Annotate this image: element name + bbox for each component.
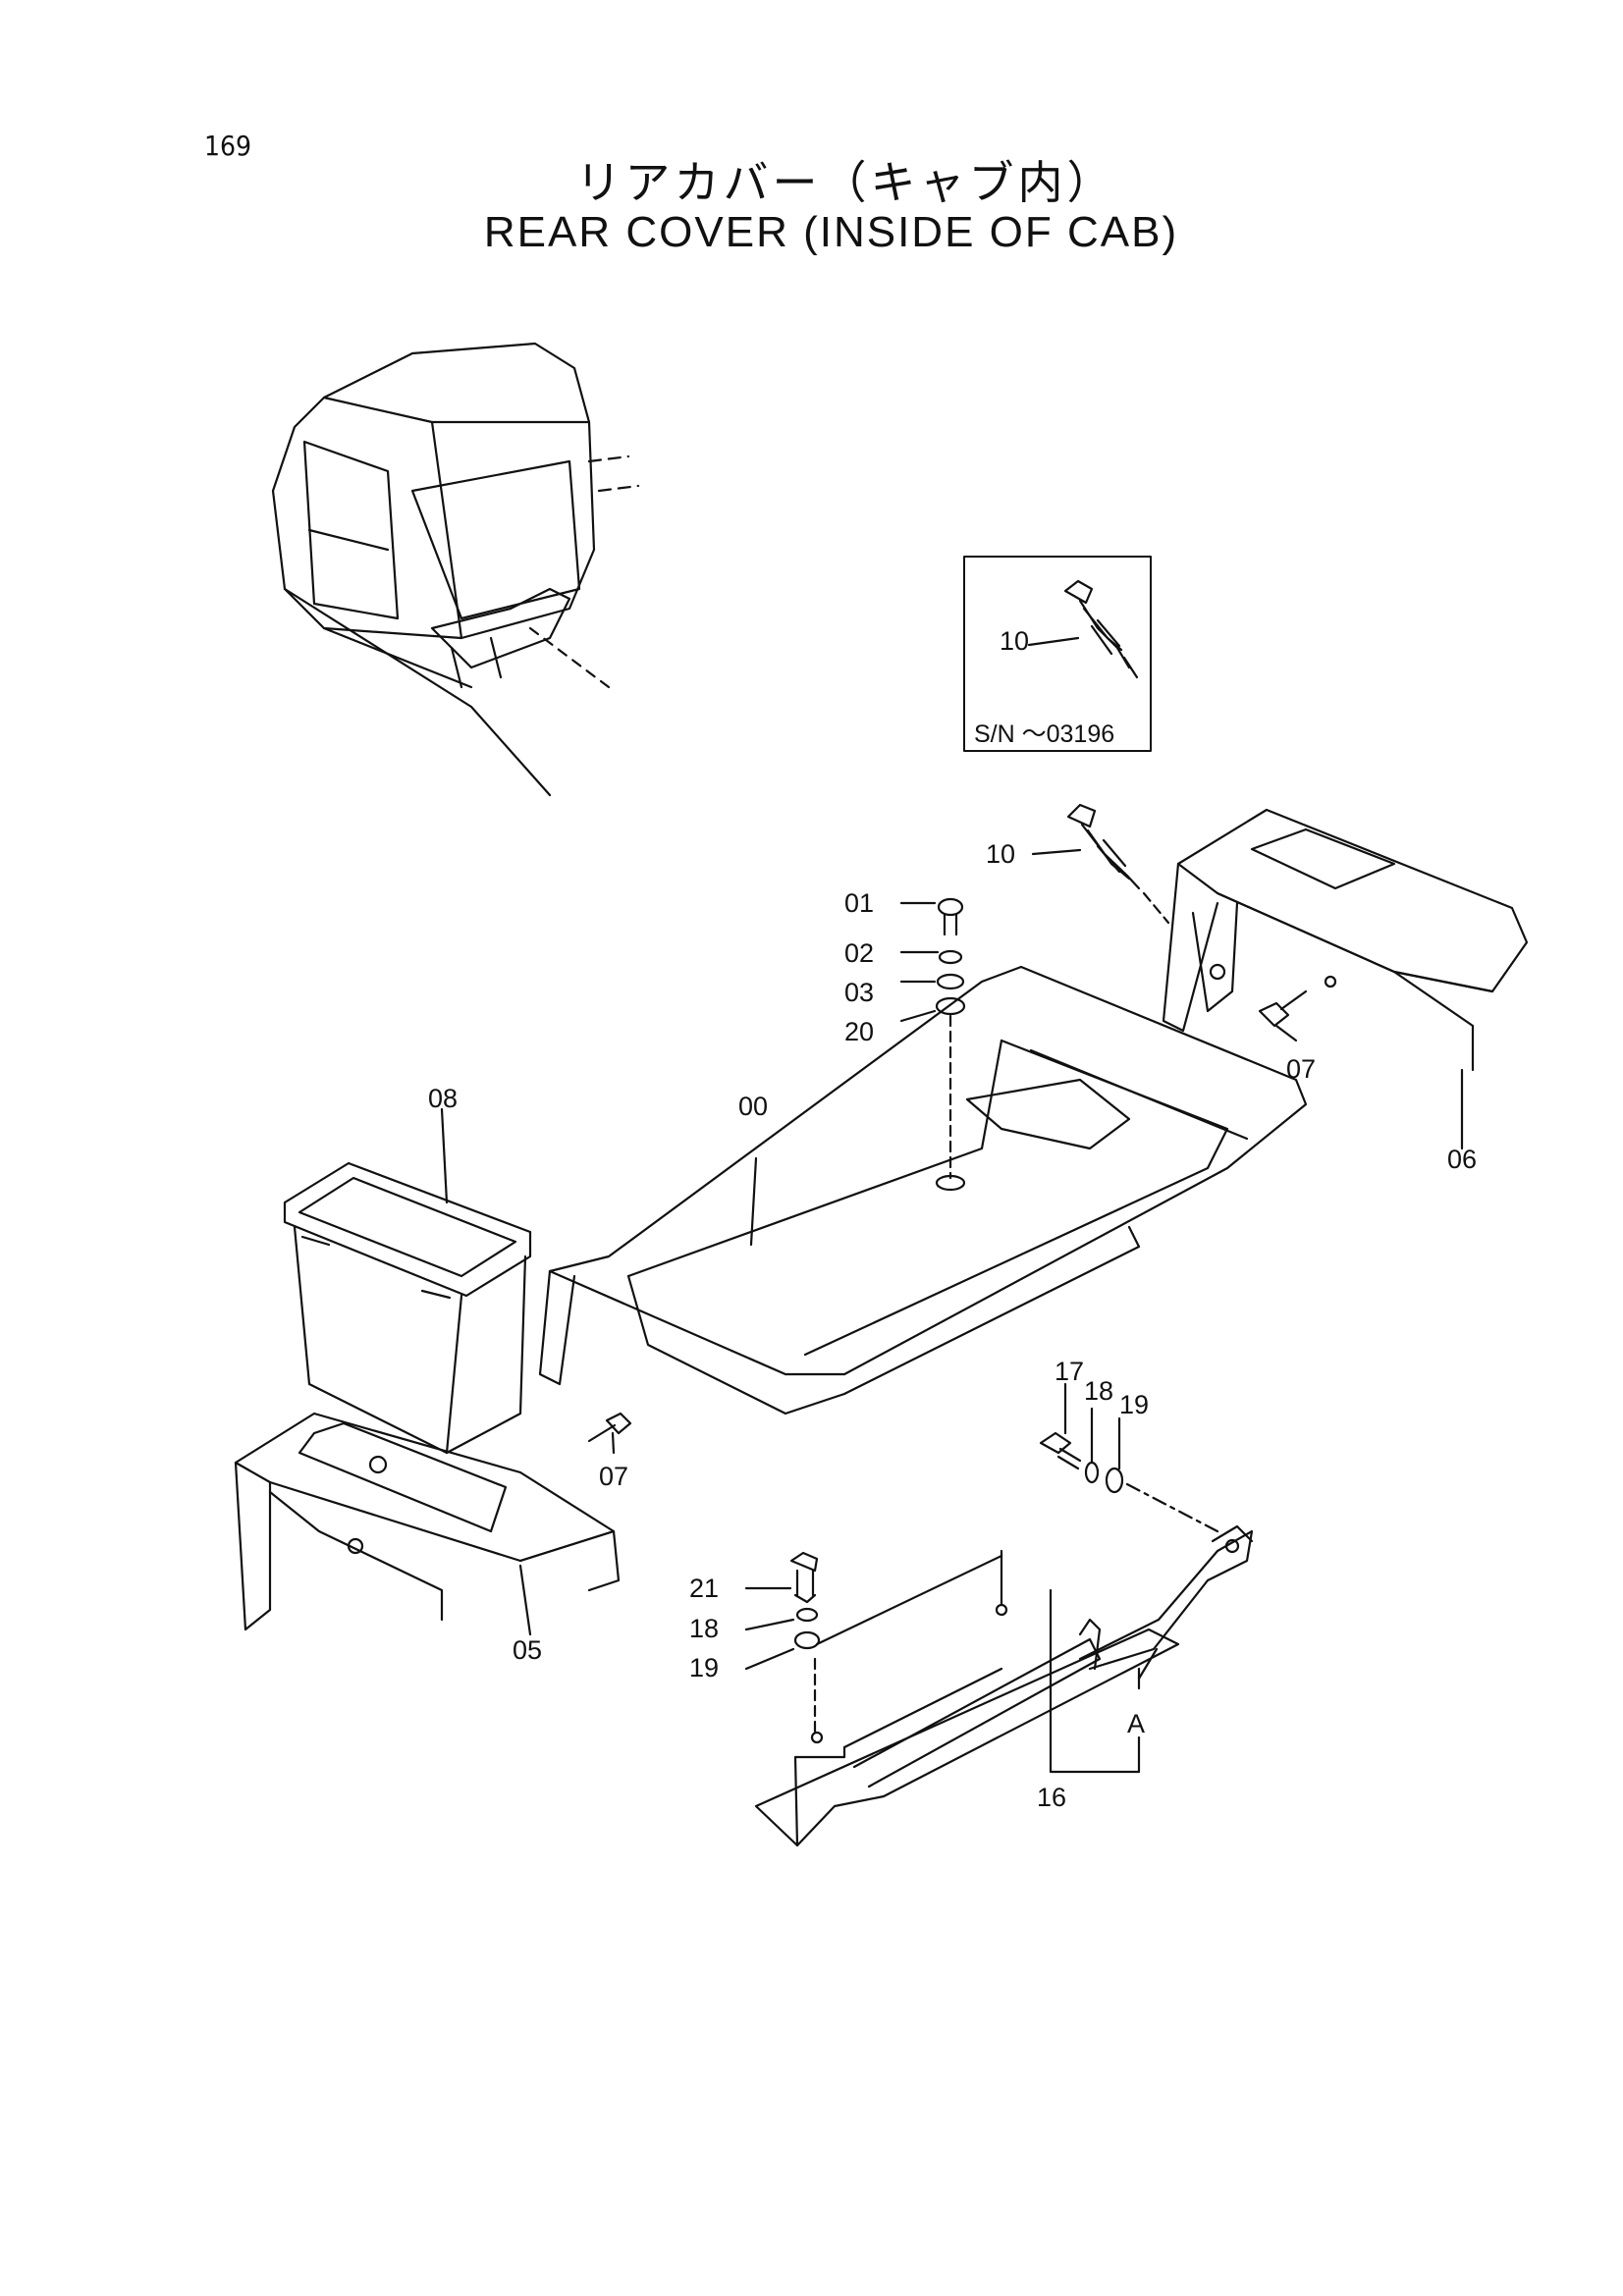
- callout-19-lower: 19: [689, 1653, 719, 1682]
- callout-19-upper: 19: [1119, 1390, 1149, 1419]
- part-05-left-stand: [234, 1412, 621, 1636]
- callout-10: 10: [986, 839, 1015, 869]
- part-00-main-tray: [538, 965, 1308, 1415]
- part-06-right-cover: [1162, 808, 1529, 1150]
- callout-16: 16: [1037, 1783, 1066, 1812]
- fastener-17-18-19: [1039, 1382, 1219, 1533]
- fastener-stack: [899, 897, 966, 1180]
- callout-01: 01: [844, 888, 874, 918]
- part-07-bolt-right: [1258, 989, 1308, 1042]
- part-16-bracket: [754, 1524, 1254, 1847]
- callout-02: 02: [844, 938, 874, 968]
- callout-05: 05: [513, 1635, 542, 1665]
- title-english: REAR COVER (INSIDE OF CAB): [483, 208, 1179, 256]
- cab-overview-illustration: [271, 342, 640, 797]
- callout-07-right: 07: [1286, 1054, 1316, 1084]
- callout-18-upper: 18: [1084, 1376, 1113, 1406]
- part-07-bolt-left: [587, 1412, 632, 1455]
- page-number: 169: [204, 130, 252, 162]
- callout-21: 21: [689, 1574, 719, 1603]
- callout-06: 06: [1447, 1145, 1477, 1174]
- part-10-knob: [1031, 803, 1170, 925]
- callout-08: 08: [428, 1084, 458, 1113]
- callout-07-left: 07: [599, 1462, 628, 1491]
- callout-20: 20: [844, 1017, 874, 1046]
- callout-03: 03: [844, 978, 874, 1007]
- callout-18-lower: 18: [689, 1614, 719, 1643]
- callout-00: 00: [738, 1092, 768, 1121]
- inset-serial-box: [963, 556, 1152, 752]
- title-japanese: リアカバー（キャブ内）: [575, 156, 1116, 209]
- callout-10-inset: 10: [1000, 626, 1029, 656]
- callout-17: 17: [1055, 1357, 1084, 1386]
- fastener-21-18-19: [744, 1551, 821, 1671]
- inset-serial-label: S/N ～03196: [974, 721, 1114, 748]
- part-08-bin: [283, 1107, 532, 1455]
- callout-A: A: [1127, 1709, 1145, 1738]
- leader-lines: [1049, 1588, 1159, 1774]
